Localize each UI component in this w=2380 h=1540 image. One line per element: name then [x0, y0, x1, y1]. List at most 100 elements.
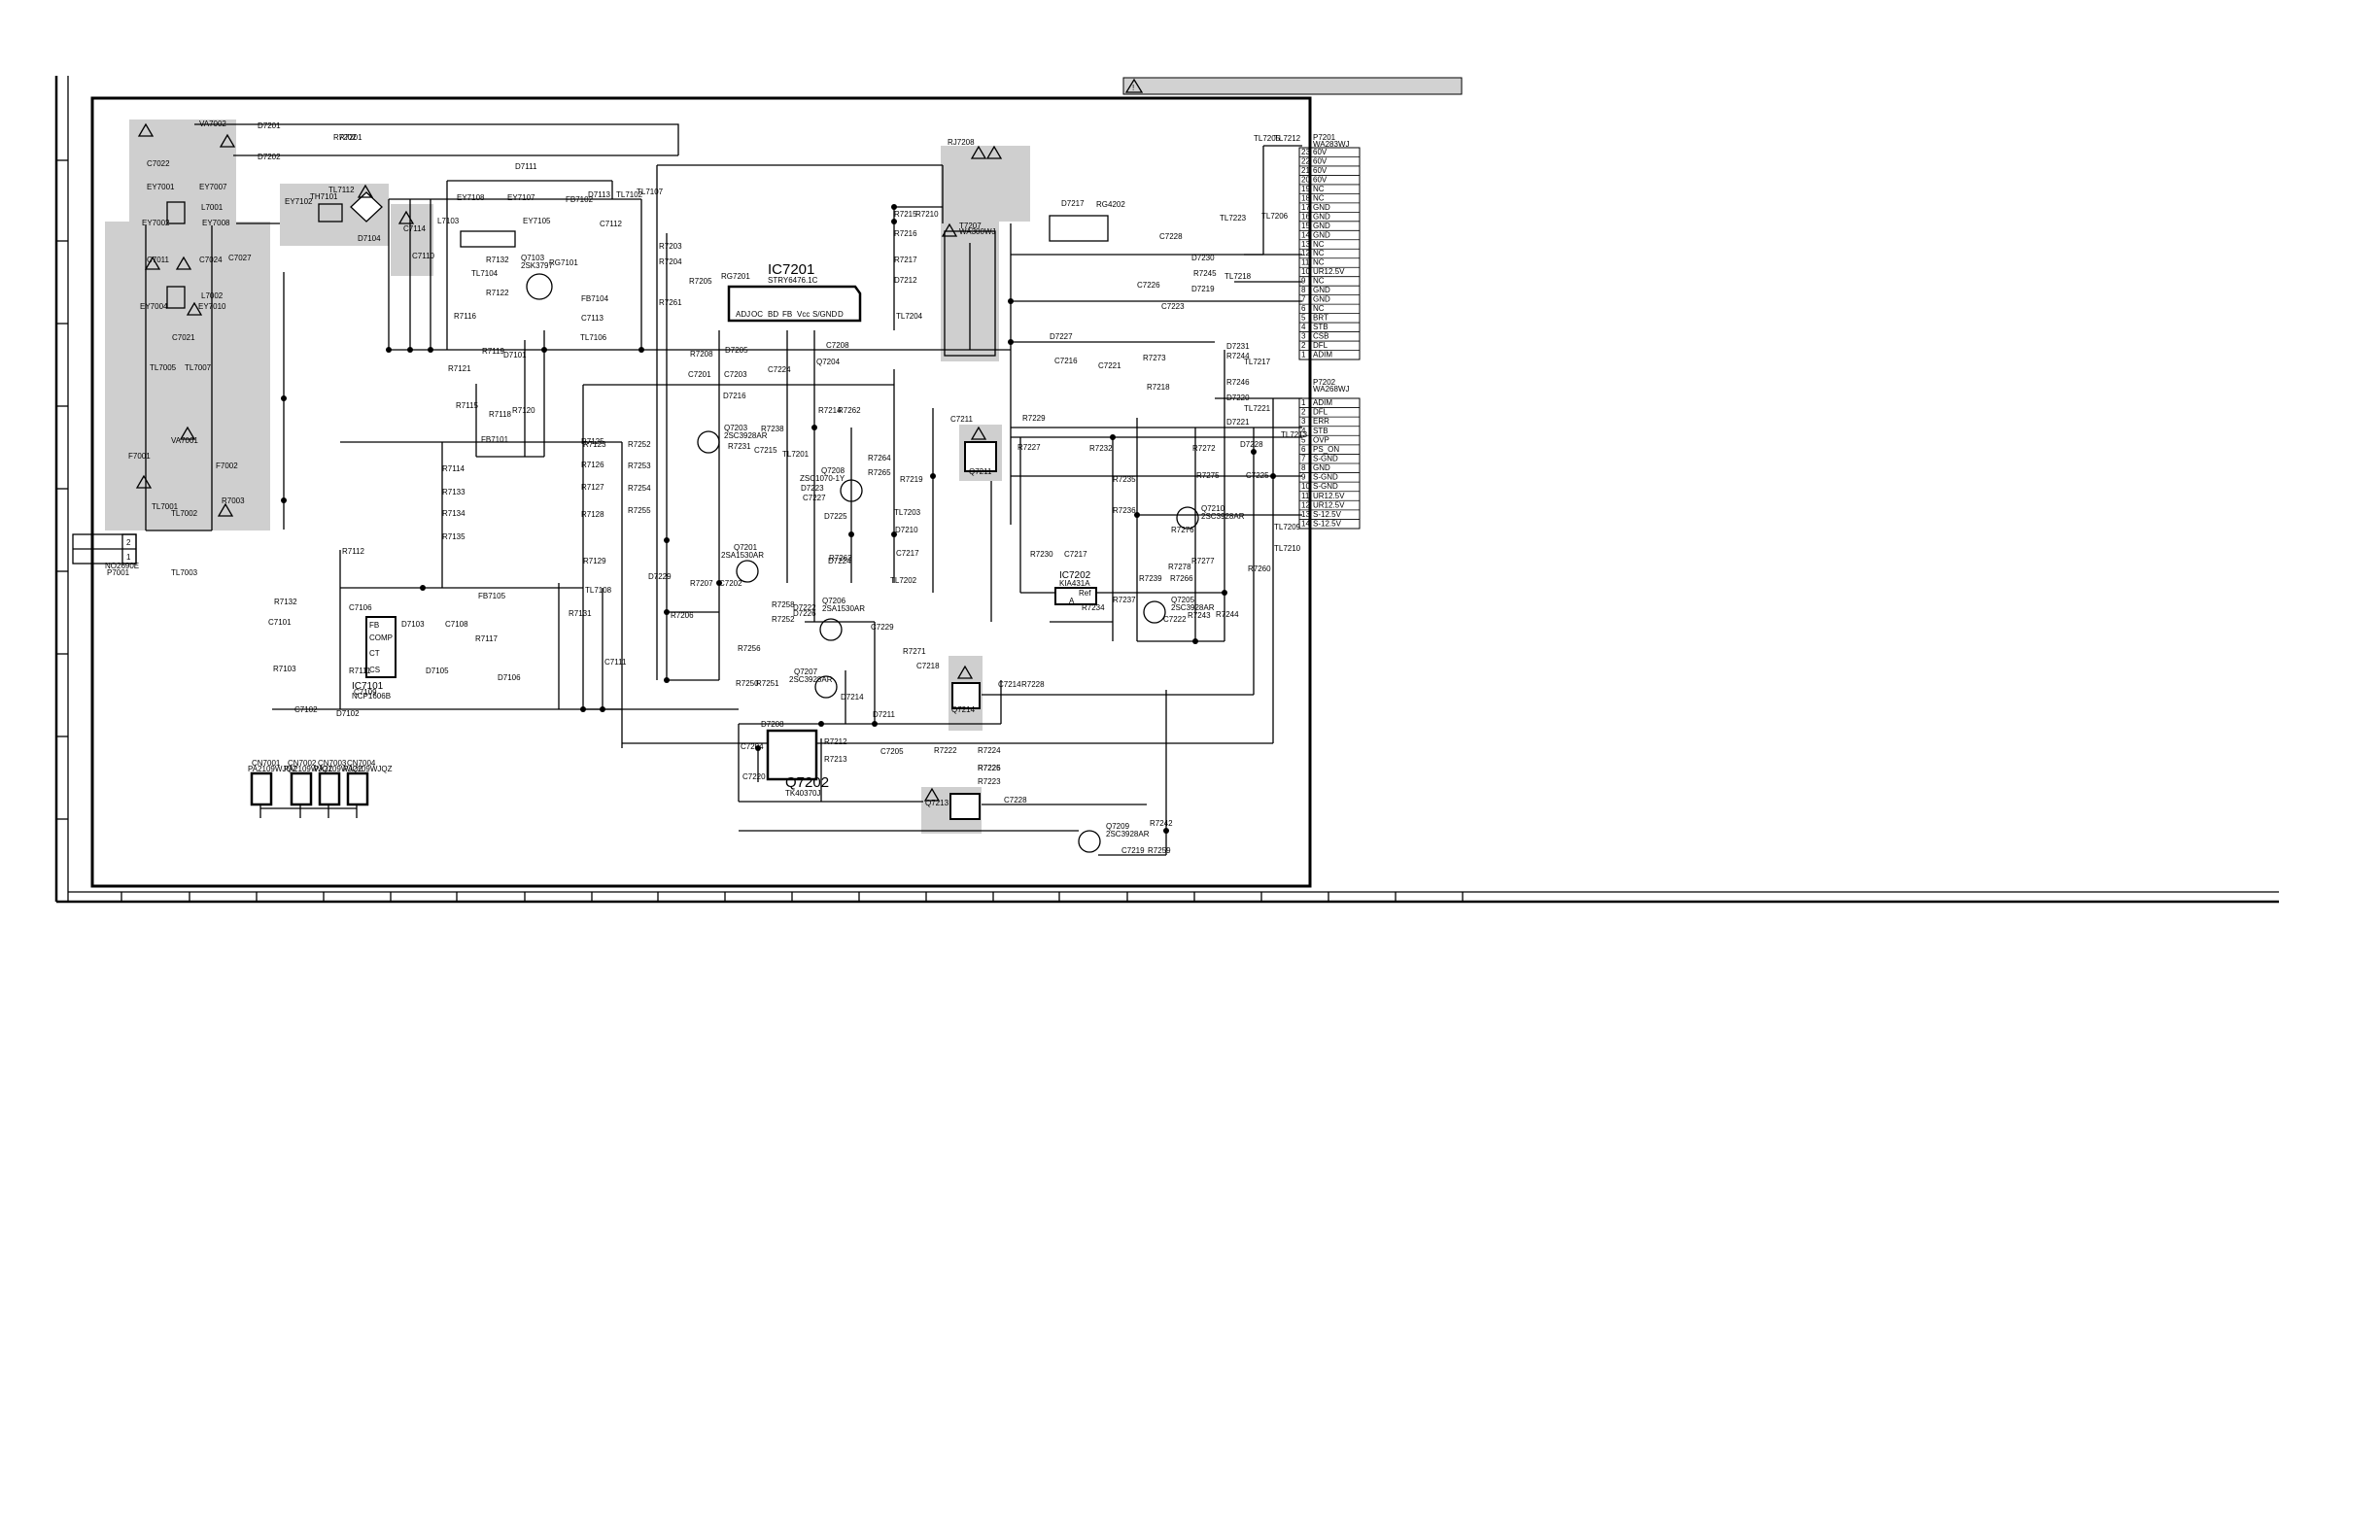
q7207-part: 2SC3928AR	[789, 675, 833, 684]
ref-label-r7244b: R7244	[1216, 610, 1239, 619]
ref-label-c7202: C7202	[719, 579, 742, 588]
ref-label-r7263: R7263	[829, 554, 852, 563]
p7201-pin-number: 21	[1301, 166, 1310, 175]
ic7201-part: STRY6476.1C	[768, 276, 818, 285]
connector-p7001: 2 1 NO2690E P7001	[72, 533, 139, 577]
ref-label-r7245: R7245	[1193, 269, 1217, 278]
ref-label-d7228: D7228	[1240, 440, 1263, 449]
ic7101-pin-comp: COMP	[369, 633, 393, 642]
q7207-symbol	[814, 675, 838, 699]
ref-label-c7108: C7108	[445, 620, 468, 629]
ref-label-r7120: R7120	[512, 406, 535, 415]
ref-label-r7236: R7236	[1113, 506, 1136, 515]
ref-label-r7115: R7115	[456, 401, 479, 410]
ic7101-pin-cs: CS	[369, 666, 380, 674]
ref-label-ey7108: EY7108	[457, 193, 485, 202]
p7201-pin-signal: NC	[1313, 277, 1325, 286]
ref-label-r7114: R7114	[442, 464, 466, 473]
q7201-title: Q7201	[734, 543, 758, 552]
p7201-pin-number: 2	[1301, 341, 1306, 350]
ref-label-r7217: R7217	[894, 256, 917, 264]
ref-label-c7027: C7027	[228, 254, 252, 262]
ref-label-c7109: C7109	[354, 688, 377, 697]
ic7101-title: IC7101	[352, 681, 384, 692]
q7206-symbol	[819, 618, 843, 641]
warning-icon	[397, 210, 415, 224]
p7201-pin-signal: CSB	[1313, 332, 1328, 341]
ref-label-r7131: R7131	[569, 609, 592, 618]
ref-label-r7258: R7258	[772, 600, 795, 609]
ref-label-c7205: C7205	[880, 747, 904, 756]
photocouplers	[949, 441, 997, 820]
p7202-pin-signal: ADIM	[1313, 398, 1332, 407]
warning-icon	[1124, 78, 1144, 93]
p7202-pin-number: 12	[1301, 500, 1310, 509]
ref-label-r7128: R7128	[581, 510, 604, 519]
p7201-pin-signal: BRT	[1313, 314, 1328, 323]
ref-label-d7216: D7216	[723, 392, 746, 400]
t7207-title: T7207	[959, 222, 982, 230]
p7201-pin-number: 8	[1301, 286, 1306, 294]
p7201-pin-signal: GND	[1313, 212, 1330, 221]
p7201-pin-number: 4	[1301, 323, 1306, 331]
p7201-pin-number: 11	[1301, 258, 1310, 267]
p7201-pin-signal: GND	[1313, 222, 1330, 230]
ref-label-r7117: R7117	[475, 634, 499, 643]
ref-label-tl7107: TL7107	[637, 188, 664, 196]
ref-label-c7217: C7217	[896, 549, 919, 558]
ref-label-c7228b: C7228	[1159, 232, 1183, 241]
ref-label-r7118: R7118	[489, 410, 512, 419]
ref-label-r7212: R7212	[824, 737, 847, 746]
ref-label-r7135: R7135	[442, 532, 466, 541]
ref-label-ey7008: EY7008	[202, 219, 230, 227]
ref-label-r7103: R7103	[273, 665, 296, 673]
ref-label-c7228: C7228	[1004, 796, 1027, 804]
ref-label-ey7102: EY7102	[285, 197, 313, 206]
ref-label-r7232: R7232	[1089, 444, 1113, 453]
ref-label-c7011: C7011	[147, 256, 170, 264]
ref-label-r7132b: R7132	[274, 598, 297, 606]
q7210-title: Q7210	[1201, 504, 1225, 513]
ref-label-r7261: R7261	[659, 298, 682, 307]
p7201-pin-signal: NC	[1313, 240, 1325, 249]
ref-label-fb7104: FB7104	[581, 294, 609, 303]
p7201-pin-number: 5	[1301, 314, 1306, 323]
ref-label-r7252b: R7252	[772, 615, 795, 624]
q7205-symbol	[1143, 600, 1166, 624]
ref-label-tl7206: TL7206	[1261, 212, 1289, 221]
q7206-part: 2SA1530AR	[822, 604, 865, 613]
ref-label-rg4202: RG4202	[1096, 200, 1125, 209]
warning-icon	[357, 184, 374, 198]
p7202-pin-signal: UR12.5V	[1313, 492, 1345, 500]
ref-label-d7208: D7208	[761, 720, 784, 729]
ic7201-pin-fb: FB	[782, 310, 792, 319]
ref-label-c7204: C7204	[741, 742, 764, 751]
ref-label-c7215: C7215	[754, 446, 777, 455]
p7201-pin-signal: STB	[1313, 323, 1328, 331]
ref-label-r7271: R7271	[903, 647, 926, 656]
ref-label-c7224: C7224	[768, 365, 791, 374]
junction-dots	[281, 204, 1276, 834]
p7201-pin-number: 23	[1301, 148, 1310, 156]
ref-label-d7205: D7205	[725, 346, 748, 355]
p7202-pin-number: 14	[1301, 520, 1310, 529]
ref-label-d7227: D7227	[1050, 332, 1073, 341]
p7201-pin-signal: UR12.5V	[1313, 267, 1345, 276]
p7201-pin-signal: GND	[1313, 203, 1330, 212]
ref-label-r7202: R7202	[333, 133, 357, 142]
ic7101-pin-ct: CT	[369, 649, 380, 658]
p7202-pin-signal: ERR	[1313, 417, 1329, 426]
ref-label-r7244: R7244	[1226, 352, 1250, 360]
cn7002-label: CN7002	[288, 759, 317, 768]
ref-label-d7221: D7221	[1226, 418, 1250, 427]
ref-label-r7276: R7276	[1171, 526, 1194, 534]
ref-label-c7219: C7219	[1121, 846, 1145, 855]
ref-label-d7111: D7111	[515, 162, 537, 171]
p7201-pin-signal: NC	[1313, 185, 1325, 193]
p7201-pin-number: 6	[1301, 304, 1306, 313]
ref-label-d7225: D7225	[824, 512, 847, 521]
ref-label-r7273: R7273	[1143, 354, 1166, 362]
cn7002-part: PA2109WJQZ	[284, 765, 333, 773]
ref-label-ey7002: EY7002	[142, 219, 170, 227]
